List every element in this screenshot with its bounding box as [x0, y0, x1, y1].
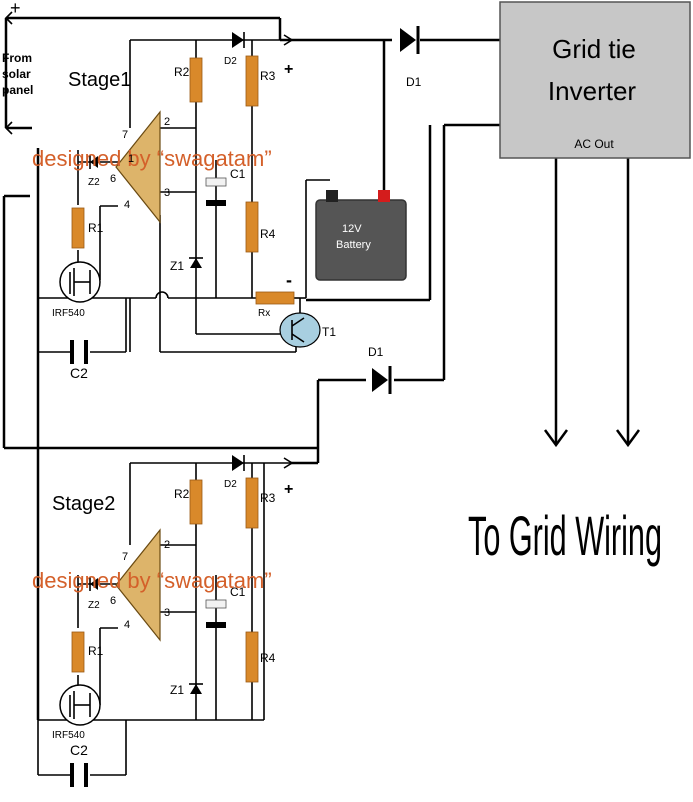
pin-7-s2: 7 [122, 551, 128, 563]
label-z1: Z1 [170, 259, 184, 273]
pin-4: 4 [124, 199, 130, 211]
label-z2-s2: Z2 [88, 600, 100, 611]
label-r4: R4 [260, 227, 276, 241]
source-label-3: panel [2, 83, 33, 97]
source-label-2: solar [2, 67, 31, 81]
plus-mark-2: + [284, 481, 293, 498]
resistor-r3 [245, 55, 259, 107]
inverter-title-2: Inverter [548, 76, 636, 106]
label-r2: R2 [174, 65, 190, 79]
label-c2: C2 [70, 365, 88, 381]
pin-6: 6 [110, 173, 116, 185]
stage2-label: Stage2 [52, 493, 115, 515]
zener-z1-s2 [190, 684, 202, 694]
watermark-2: designed by “swagatam” [32, 568, 272, 593]
label-d2-s2: D2 [224, 479, 237, 490]
label-c2-s2: C2 [70, 742, 88, 758]
zener-z2 [90, 156, 98, 168]
stage1-components [4, 11, 420, 469]
label-d1-top: D1 [406, 75, 422, 89]
pin-3-s2: 3 [164, 607, 170, 619]
grid-wiring-label: To Grid Wiring [468, 504, 662, 567]
wiring [2, 16, 641, 720]
pin-6-s2: 6 [110, 595, 116, 607]
opamp-1 [115, 110, 161, 224]
resistor-r4 [245, 201, 259, 253]
battery: 12V Battery [315, 190, 407, 281]
capacitor-c1-plate [205, 177, 227, 187]
label-c1-s2: C1 [230, 585, 246, 599]
resistor-r3-s2 [245, 477, 259, 529]
label-d1-mid: D1 [368, 345, 384, 359]
zener-z2-s2 [90, 578, 98, 590]
label-d2: D2 [224, 56, 237, 67]
stage2-components [59, 455, 259, 787]
inverter-box: Grid tie Inverter AC Out [499, 1, 691, 159]
watermark-1: designed by “swagatam” [32, 146, 272, 171]
resistor-r2-s2 [189, 479, 203, 525]
pin-1: 1 [128, 153, 134, 165]
opamp-2 [115, 528, 161, 642]
ac-out-label: AC Out [574, 137, 614, 151]
diode-d1-top [400, 28, 416, 52]
battery-label-1: 12V [342, 223, 362, 235]
label-c1: C1 [230, 167, 246, 181]
zener-z1 [190, 258, 202, 268]
labels: + From solar panel Stage1 Stage2 designe… [2, 0, 662, 758]
pin-3: 3 [164, 187, 170, 199]
stage1-label: Stage1 [68, 69, 131, 91]
inverter-title-1: Grid tie [552, 34, 636, 64]
label-r1: R1 [88, 221, 104, 235]
resistor-r2 [189, 57, 203, 103]
label-r1-s2: R1 [88, 644, 104, 658]
label-z1-s2: Z1 [170, 683, 184, 697]
source-plus: + [10, 0, 21, 18]
label-rx: Rx [258, 308, 270, 319]
transistor-t1 [279, 312, 321, 348]
resistor-r1 [71, 207, 85, 249]
pin-2: 2 [164, 116, 170, 128]
pin-4-s2: 4 [124, 619, 130, 631]
label-mosfet-s2: IRF540 [52, 730, 85, 741]
label-t1: T1 [322, 325, 336, 339]
battery-label-2: Battery [336, 239, 371, 251]
diode-d2 [232, 32, 244, 48]
plus-mark-1: + [284, 61, 293, 78]
pin-2-s2: 2 [164, 539, 170, 551]
source-label-1: From [2, 51, 32, 65]
label-z2: Z2 [88, 177, 100, 188]
minus-mark: - [286, 270, 292, 290]
label-r4-s2: R4 [260, 651, 276, 665]
pin-7: 7 [122, 129, 128, 141]
label-r3-s2: R3 [260, 491, 276, 505]
label-mosfet: IRF540 [52, 308, 85, 319]
capacitor-c1-plate2 [206, 200, 226, 206]
resistor-rx [255, 291, 295, 305]
label-r2-s2: R2 [174, 487, 190, 501]
resistor-r1-s2 [71, 631, 85, 673]
diode-d2-s2 [232, 455, 244, 471]
label-r3: R3 [260, 69, 276, 83]
capacitor-c1-s2 [205, 599, 227, 609]
diode-d1-mid [372, 368, 388, 392]
resistor-r4-s2 [245, 631, 259, 683]
